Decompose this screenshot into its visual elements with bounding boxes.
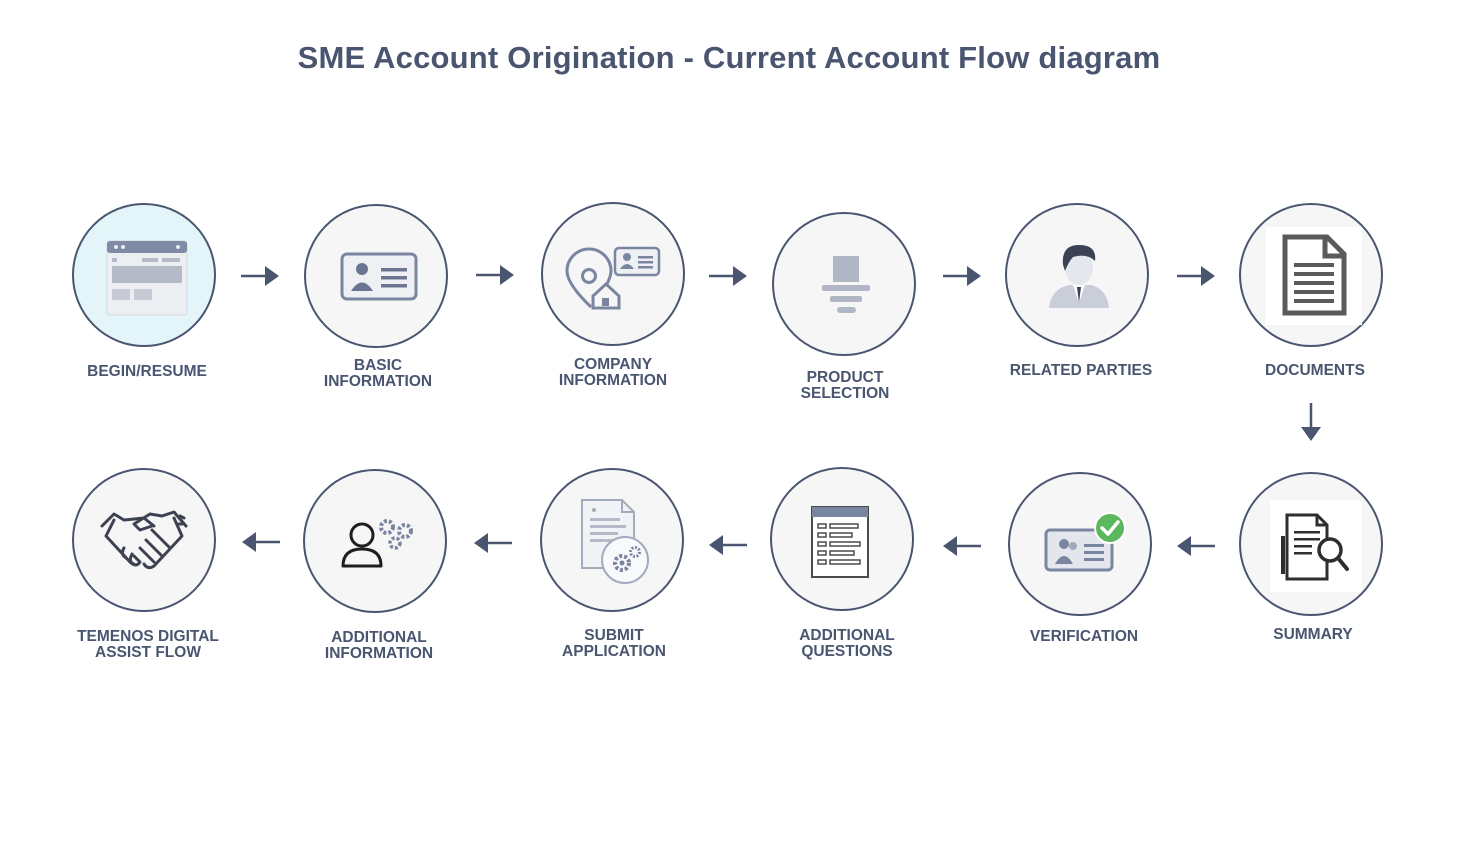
step-label: RELATED PARTIES xyxy=(1009,362,1153,379)
step-label: SUMMARY xyxy=(1273,626,1353,643)
arrow-left-icon xyxy=(709,535,747,555)
user-gears-icon xyxy=(341,519,413,568)
product-stack-icon xyxy=(822,256,870,313)
step-begin-resume[interactable] xyxy=(72,203,216,347)
arrow-left-icon xyxy=(474,533,512,553)
verified-id-icon xyxy=(1044,512,1126,572)
step-label: VERIFICATION xyxy=(1029,628,1139,645)
arrow-left-icon xyxy=(242,532,280,552)
location-home-icon xyxy=(565,246,661,310)
step-company-information[interactable] xyxy=(541,202,685,346)
step-basic-information[interactable] xyxy=(304,204,448,348)
person-avatar-icon xyxy=(1049,245,1109,308)
document-search-icon xyxy=(1270,500,1362,592)
arrow-left-icon xyxy=(943,536,981,556)
arrow-right-icon xyxy=(241,266,279,286)
step-related-parties[interactable] xyxy=(1005,203,1149,347)
arrow-right-icon xyxy=(709,266,747,286)
browser-window-icon xyxy=(106,240,188,316)
id-card-icon xyxy=(340,252,418,301)
document-icon xyxy=(1266,227,1362,325)
arrow-right-icon xyxy=(1177,266,1215,286)
diagram-title: SME Account Origination - Current Accoun… xyxy=(297,40,1161,75)
document-gear-icon xyxy=(581,499,649,584)
step-label: BEGIN/RESUME xyxy=(87,363,207,380)
step-summary[interactable] xyxy=(1239,472,1383,616)
arrow-left-icon xyxy=(1177,536,1215,556)
step-submit-application[interactable] xyxy=(540,468,684,612)
step-temenos-digital-assist-flow[interactable] xyxy=(72,468,216,612)
arrow-right-icon xyxy=(476,265,514,285)
form-list-icon xyxy=(811,506,869,578)
step-label: DOCUMENTS xyxy=(1265,362,1365,379)
handshake-icon xyxy=(100,510,188,570)
arrow-right-icon xyxy=(943,266,981,286)
arrow-down-icon xyxy=(1301,403,1321,441)
step-additional-information[interactable] xyxy=(303,469,447,613)
step-documents[interactable] xyxy=(1239,203,1383,347)
step-product-selection[interactable] xyxy=(772,212,916,356)
step-verification[interactable] xyxy=(1008,472,1152,616)
step-additional-questions[interactable] xyxy=(770,467,914,611)
